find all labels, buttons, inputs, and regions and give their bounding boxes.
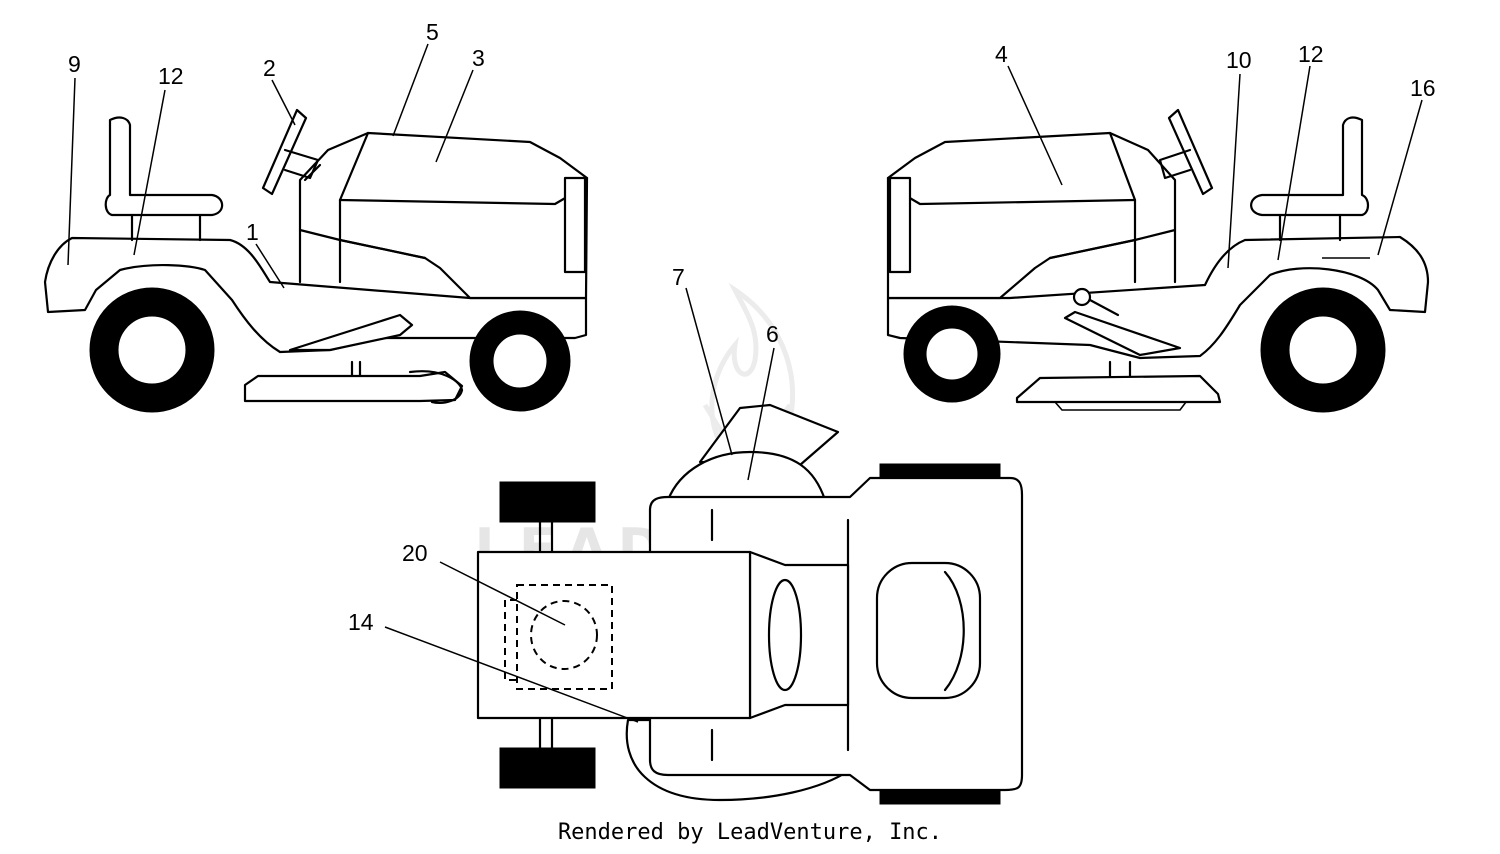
callout-label: 5 [426, 19, 439, 45]
seat-top [875, 561, 982, 700]
callout-label: 4 [995, 41, 1008, 67]
front-tire-bottom [499, 747, 596, 789]
callout-label: 2 [263, 55, 276, 81]
left-side-view: 9 12 2 5 3 1 [43, 19, 589, 413]
callout-label: 7 [672, 264, 685, 290]
callout-label: 12 [158, 63, 184, 89]
callout-label: 14 [348, 609, 374, 635]
steering-wheel-top [767, 578, 803, 692]
front-tire-top [499, 481, 596, 523]
callout-label: 10 [1226, 47, 1252, 73]
tractor-body [43, 236, 588, 354]
callout-label: 12 [1298, 41, 1324, 67]
callout-label: 3 [472, 45, 485, 71]
callout-label: 9 [68, 51, 81, 77]
mower-deck-top [666, 450, 827, 502]
callout-label: 20 [402, 540, 428, 566]
callout-label: 16 [1410, 75, 1436, 101]
hood [298, 131, 589, 300]
seat [104, 116, 224, 217]
seat [1250, 116, 1370, 217]
callout-label: 1 [246, 219, 259, 245]
steering-wheel [261, 108, 308, 196]
right-side-view: 4 10 12 16 [886, 41, 1436, 413]
engine-outline [516, 584, 613, 690]
mower-deck [1015, 374, 1222, 404]
top-view: 7 6 20 14 [348, 264, 1024, 805]
hood [886, 131, 1177, 300]
tractor-body [886, 235, 1430, 360]
callout-label: 6 [766, 321, 779, 347]
footer-credit: Rendered by LeadVenture, Inc. [557, 820, 943, 845]
mower-deck [243, 370, 464, 403]
steering-wheel [1167, 108, 1214, 196]
hood-top [476, 550, 752, 720]
